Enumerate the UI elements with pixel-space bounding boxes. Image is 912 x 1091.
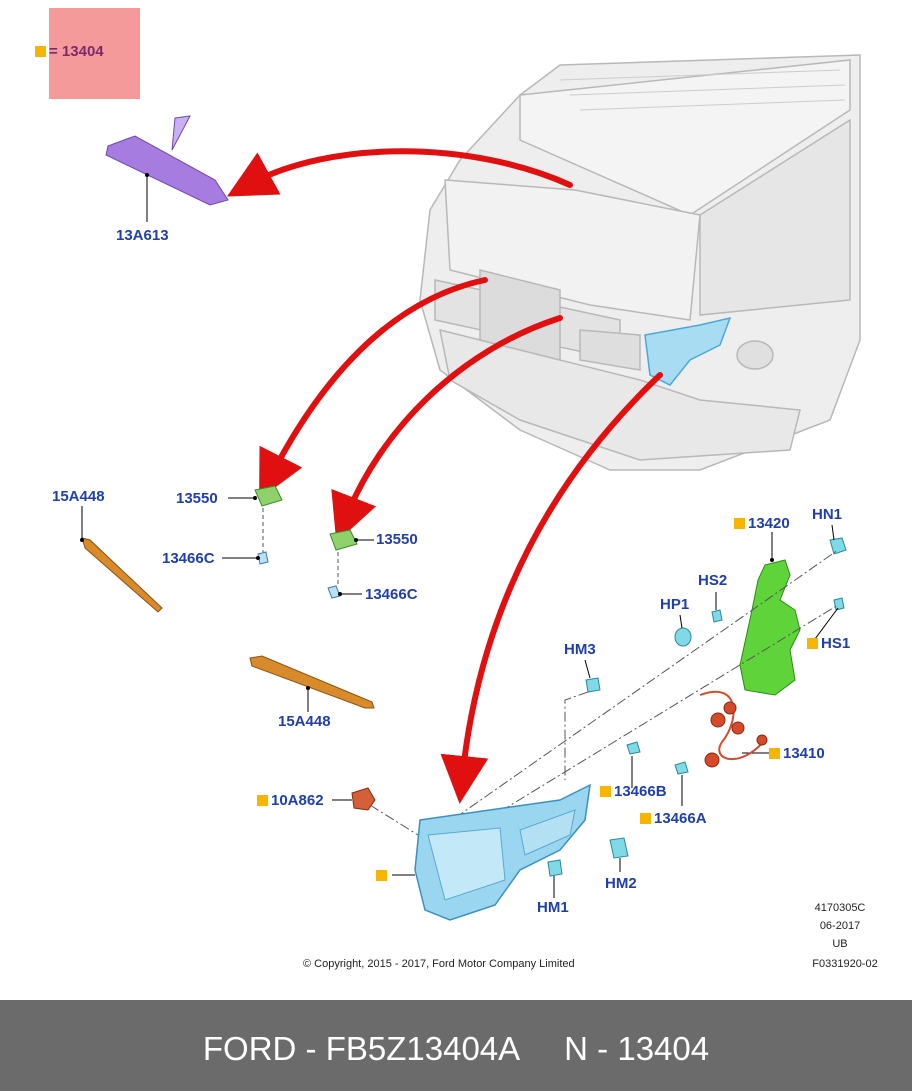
- hardware-fasteners: [547, 537, 847, 877]
- marker-icon: [376, 870, 387, 881]
- label-10A862-text: 10A862: [271, 792, 324, 809]
- alignment-lines: [369, 549, 839, 836]
- label-13466A-text: 13466A: [654, 810, 707, 827]
- diagram-ref: F0331920-02: [812, 958, 878, 970]
- part-module-13550-right: [327, 529, 374, 599]
- part-module-13550-left: [222, 485, 283, 565]
- label-HM3: HM3: [564, 641, 596, 658]
- label-13550-right: 13550: [376, 531, 418, 548]
- label-13466B-text: 13466B: [614, 783, 667, 800]
- legend: = 13404: [35, 43, 104, 60]
- label-15A448-left: 15A448: [52, 488, 105, 505]
- label-13410: 13410: [769, 746, 825, 762]
- footer-text: FORD - FB5Z13404A N - 13404: [202, 1030, 710, 1067]
- diagram-code: 4170305C: [814, 902, 866, 914]
- marker-icon: [769, 748, 780, 759]
- label-HP1: HP1: [660, 596, 690, 613]
- copyright: © Copyright, 2015 - 2017, Ford Motor Com…: [303, 958, 575, 970]
- label-13466C-right: 13466C: [365, 586, 418, 603]
- part-bracket-13420: [739, 532, 801, 696]
- label-13420: 13420: [734, 516, 790, 532]
- marker-icon: [600, 786, 611, 797]
- label-13550-left: 13550: [176, 490, 218, 507]
- footer-bar: FORD - FB5Z13404A N - 13404: [0, 1000, 912, 1091]
- label-13466B: 13466B: [600, 784, 667, 800]
- label-13466A: 13466A: [640, 811, 707, 827]
- part-cover-13A613: [105, 115, 229, 222]
- legend-text: = 13404: [49, 43, 104, 60]
- marker-icon: [640, 813, 651, 824]
- legend-marker-icon: [35, 46, 46, 57]
- part-tail-lamp-assembly: [414, 783, 591, 921]
- marker-icon: [734, 518, 745, 529]
- diagram-date: 06-2017: [819, 920, 861, 932]
- label-HS2: HS2: [698, 572, 728, 589]
- label-HN1: HN1: [812, 506, 843, 523]
- marker-icon: [807, 638, 818, 649]
- label-13410-text: 13410: [783, 745, 825, 762]
- label-13466C-left: 13466C: [162, 550, 215, 567]
- roof-rail-lines: [559, 69, 846, 111]
- part-wiring-harness-13410: [699, 690, 768, 768]
- label-13420-text: 13420: [748, 515, 790, 532]
- marker-icon: [257, 795, 268, 806]
- label-main-lamp-marker: [376, 868, 390, 884]
- leader-lines: [332, 524, 839, 898]
- vehicle-taillight: [644, 316, 732, 386]
- label-HS1: HS1: [807, 636, 850, 652]
- label-HM2: HM2: [605, 875, 637, 892]
- label-HS1-text: HS1: [821, 635, 851, 652]
- part-socket-10A862: [351, 787, 376, 811]
- exploded-parts-diagram: [80, 54, 861, 921]
- part-reflector-15A448-left: [80, 506, 163, 613]
- part-reflector-15A448-mid: [249, 655, 375, 712]
- label-13A613: 13A613: [116, 227, 169, 244]
- red-arrows: [226, 148, 663, 804]
- label-15A448-mid: 15A448: [278, 713, 331, 730]
- label-10A862: 10A862: [257, 793, 324, 809]
- vehicle-rear-illustration: [419, 54, 861, 471]
- label-HM1: HM1: [537, 899, 569, 916]
- legend-box: [49, 8, 140, 99]
- diagram-region: UB: [832, 938, 848, 950]
